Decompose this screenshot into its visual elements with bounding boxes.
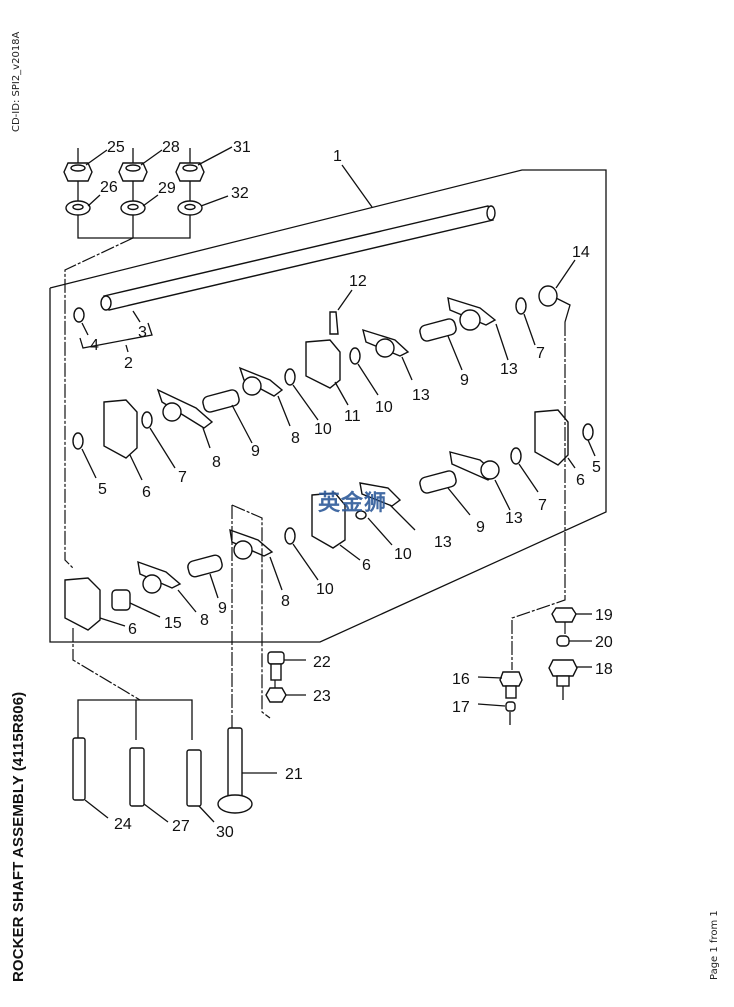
callout-5: 5 (98, 481, 107, 498)
spring (419, 470, 471, 516)
part-20 (556, 635, 592, 647)
pedestal-11 (305, 289, 353, 406)
rocker-arm (238, 366, 291, 427)
watermark: 英金狮 (318, 491, 388, 516)
nut-23 (265, 687, 306, 703)
callout-9: 9 (460, 372, 469, 389)
callout-13: 13 (505, 510, 523, 527)
callout-10: 10 (394, 546, 412, 563)
leader-1 (341, 164, 373, 208)
callout-8: 8 (212, 454, 221, 471)
callout-2: 2 (124, 355, 133, 372)
callout-6: 6 (142, 484, 151, 501)
callout-19: 19 (595, 607, 613, 624)
callout-22: 22 (313, 654, 331, 671)
callout-3: 3 (138, 324, 147, 341)
plug-4 (73, 307, 85, 323)
callout-21: 21 (285, 766, 303, 783)
callout-31: 31 (233, 139, 251, 156)
callout-23: 23 (313, 688, 331, 705)
callout-28: 28 (162, 139, 180, 156)
pedestal-mid (311, 492, 361, 561)
callout-9: 9 (251, 443, 260, 460)
callout-7: 7 (538, 497, 547, 514)
connector-18 (548, 659, 592, 700)
callout-1: 1 (333, 148, 342, 165)
bolt-guide (231, 504, 271, 719)
callout-29: 29 (158, 180, 176, 197)
callout-6: 6 (576, 472, 585, 489)
stud-30 (186, 749, 215, 823)
callout-24: 24 (114, 816, 132, 833)
oil-line (511, 322, 566, 670)
callout-13: 13 (412, 387, 430, 404)
pedestal-left (103, 399, 143, 481)
spring (187, 554, 223, 599)
washer (141, 411, 176, 469)
nut-19 (551, 607, 592, 623)
callout-10: 10 (375, 399, 393, 416)
callout-16: 16 (452, 671, 470, 688)
callout-8: 8 (200, 612, 209, 629)
bolt-16 (477, 671, 523, 699)
callout-25: 25 (107, 139, 125, 156)
spring (419, 318, 463, 371)
rocker-shaft (79, 205, 496, 353)
pushrod-21 (217, 727, 277, 814)
callout-13: 13 (500, 361, 518, 378)
washer (515, 297, 536, 346)
callout-17: 17 (452, 699, 470, 716)
washer (510, 447, 539, 493)
washer (349, 347, 379, 396)
callout-14: 14 (572, 244, 590, 261)
callout-30: 30 (216, 824, 234, 841)
oil-feed-14 (538, 259, 576, 323)
pedestal-bottom (64, 577, 126, 631)
bush-15 (111, 589, 161, 618)
callout-9: 9 (476, 519, 485, 536)
washer (284, 527, 319, 581)
callout-10: 10 (316, 581, 334, 598)
clip (582, 423, 596, 457)
callout-9: 9 (218, 600, 227, 617)
nut-washer-group (63, 146, 233, 569)
callout-12: 12 (349, 273, 367, 290)
callout-labels: 1 2 3 4 5 5 6 6 6 6 7 7 7 8 8 8 8 9 9 9 … (90, 139, 613, 841)
washer-17 (477, 701, 516, 725)
rocker-arm (156, 388, 214, 449)
washer (355, 510, 393, 546)
rocker-arm (137, 560, 197, 613)
rocker-arm (359, 482, 416, 531)
rocker-arm (362, 328, 413, 381)
callout-6: 6 (128, 621, 137, 638)
washer (284, 368, 319, 421)
callout-11: 11 (344, 408, 361, 425)
clip (72, 432, 97, 479)
rocker-arm (229, 528, 283, 591)
callout-6: 6 (362, 557, 371, 574)
callout-5: 5 (592, 459, 601, 476)
spring (202, 389, 253, 444)
rocker-arm (447, 296, 509, 361)
callout-26: 26 (100, 179, 118, 196)
callout-7: 7 (178, 469, 187, 486)
callout-32: 32 (231, 185, 249, 202)
assembly-boundary (49, 169, 607, 643)
callout-13: 13 (434, 534, 452, 551)
callout-18: 18 (595, 661, 613, 678)
callout-7: 7 (536, 345, 545, 362)
bolt-22 (267, 651, 306, 681)
callout-27: 27 (172, 818, 190, 835)
callout-8: 8 (281, 593, 290, 610)
rocker-arm (449, 451, 511, 511)
callout-4: 4 (90, 337, 99, 354)
callout-8: 8 (291, 430, 300, 447)
callout-15: 15 (164, 615, 182, 632)
callout-20: 20 (595, 634, 613, 651)
pedestal-right (534, 409, 576, 469)
stud-24 (72, 737, 109, 819)
callout-10: 10 (314, 421, 332, 438)
stud-27 (129, 747, 169, 823)
